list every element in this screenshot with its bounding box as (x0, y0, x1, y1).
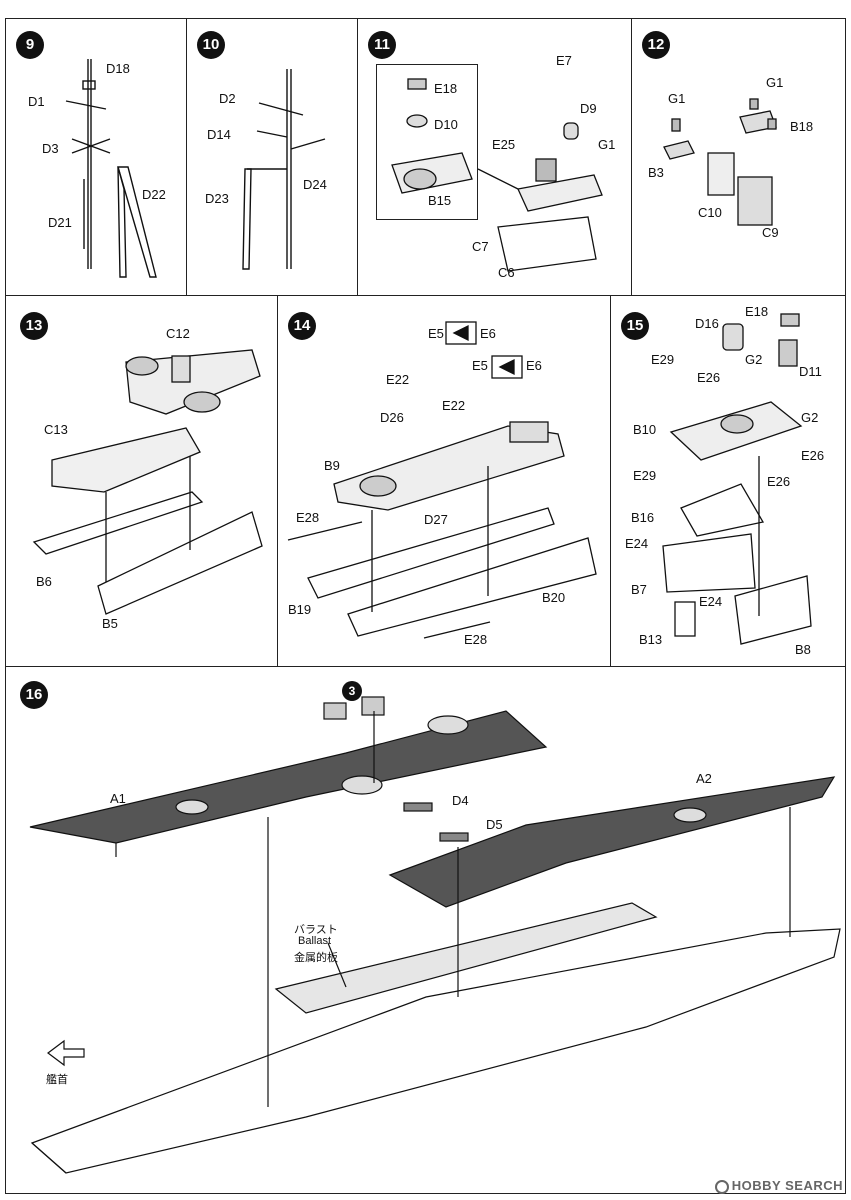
sub-assembly-box (376, 64, 478, 220)
part-label: D5 (486, 817, 503, 832)
step-15-badge: 15 (621, 312, 649, 340)
step-14-badge: 14 (288, 312, 316, 340)
part-label: B15 (428, 193, 452, 208)
part-label: A2 (696, 771, 712, 786)
part-label: D22 (142, 187, 166, 202)
part-label: C9 (762, 225, 779, 240)
part-label: E6 (526, 358, 542, 373)
part-label: D9 (580, 101, 597, 116)
part-label: E5 (428, 326, 444, 341)
part-label: E28 (464, 632, 488, 647)
step-10-panel: 10 D2 D14 D24 D23 (186, 18, 358, 296)
part-label: B16 (631, 510, 655, 525)
part-label: E25 (492, 137, 516, 152)
part-label: E26 (697, 370, 721, 385)
step-13-badge: 13 (20, 312, 48, 340)
part-label: E18 (434, 81, 458, 96)
part-label: G2 (745, 352, 763, 367)
part-label: E22 (442, 398, 466, 413)
reference-step-badge: 3 (342, 681, 362, 701)
step-13-drawing (32, 349, 263, 615)
part-label: E26 (801, 448, 825, 463)
step-10-badge: 10 (197, 31, 225, 59)
part-label: D2 (219, 91, 236, 106)
ballast-en-label: Ballast (298, 935, 332, 947)
step-16-drawing (29, 696, 841, 1174)
part-label: B9 (324, 458, 340, 473)
part-label: B20 (542, 590, 566, 605)
part-label: E6 (480, 326, 496, 341)
step-11-badge: 11 (368, 31, 396, 59)
part-label: B13 (639, 632, 663, 647)
part-label: B7 (631, 582, 647, 597)
part-label: G1 (598, 137, 616, 152)
watermark-logo-icon (714, 1180, 729, 1194)
part-label: E29 (633, 468, 657, 483)
step-14-drawing (287, 321, 597, 639)
ballast-note-label: 金属的板 (294, 952, 338, 964)
part-label: E29 (651, 352, 675, 367)
part-label: E5 (472, 358, 488, 373)
part-label: C7 (472, 239, 489, 254)
part-label: D4 (452, 793, 469, 808)
part-label: E18 (745, 304, 769, 319)
part-label: B3 (648, 165, 664, 180)
step-16-badge: 16 (20, 681, 48, 709)
hobby-search-watermark: HOBBY SEARCH (714, 1178, 843, 1194)
part-label: D1 (28, 94, 45, 109)
part-label: B6 (36, 574, 52, 589)
bow-label: 艦首 (46, 1074, 68, 1086)
part-label: B19 (288, 602, 312, 617)
part-label: E28 (296, 510, 320, 525)
part-label: G2 (801, 410, 819, 425)
part-label: G1 (766, 75, 784, 90)
part-label: E24 (625, 536, 649, 551)
part-label: D3 (42, 141, 59, 156)
part-label: B5 (102, 616, 118, 631)
part-label: D21 (48, 215, 72, 230)
part-label: E22 (386, 372, 410, 387)
part-label: D18 (106, 61, 130, 76)
part-label: D11 (799, 364, 822, 379)
part-label: A1 (110, 791, 126, 806)
part-label: E26 (767, 474, 791, 489)
part-label: B8 (795, 642, 811, 657)
step-16-panel: 16 3 (5, 666, 846, 1194)
part-label: G1 (668, 91, 686, 106)
part-label: C13 (44, 422, 68, 437)
step-14-panel: 14 E5 E6 E5 E6 E22 E22 D26 B9 D27 E28 B1… (277, 295, 611, 667)
part-label: B10 (633, 422, 657, 437)
part-label: C12 (166, 326, 190, 341)
part-label: D10 (434, 117, 458, 132)
step-9-drawing (65, 59, 157, 278)
part-label: B18 (790, 119, 814, 134)
part-label: E24 (699, 594, 723, 609)
ballast-jp-label: バラスト (294, 924, 338, 936)
step-9-panel: 9 D18 D1 D3 D22 D21 (5, 18, 187, 296)
part-label: C10 (698, 205, 722, 220)
step-12-panel: 12 G1 G1 B18 B3 C10 C9 (631, 18, 846, 296)
step-11-panel: 11 E18 D10 B15 E7 D9 E25 G1 C7 C6 (357, 18, 632, 296)
part-label: D27 (424, 512, 448, 527)
part-label: D24 (303, 177, 327, 192)
part-label: E7 (556, 53, 572, 68)
part-label: D16 (695, 316, 719, 331)
step-11-drawing (391, 78, 603, 272)
step-12-badge: 12 (642, 31, 670, 59)
step-13-panel: 13 C12 C13 B6 B5 (5, 295, 278, 667)
part-label: D23 (205, 191, 229, 206)
step-12-drawing (663, 98, 777, 226)
step-9-badge: 9 (16, 31, 44, 59)
part-label: D14 (207, 127, 231, 142)
part-label: D26 (380, 410, 404, 425)
step-10-drawing (242, 69, 326, 270)
step-15-panel: 15 E18 D16 D11 E29 G2 E26 B10 G2 E26 E29… (610, 295, 846, 667)
part-label: C6 (498, 265, 515, 280)
step-15-drawing (662, 313, 812, 645)
